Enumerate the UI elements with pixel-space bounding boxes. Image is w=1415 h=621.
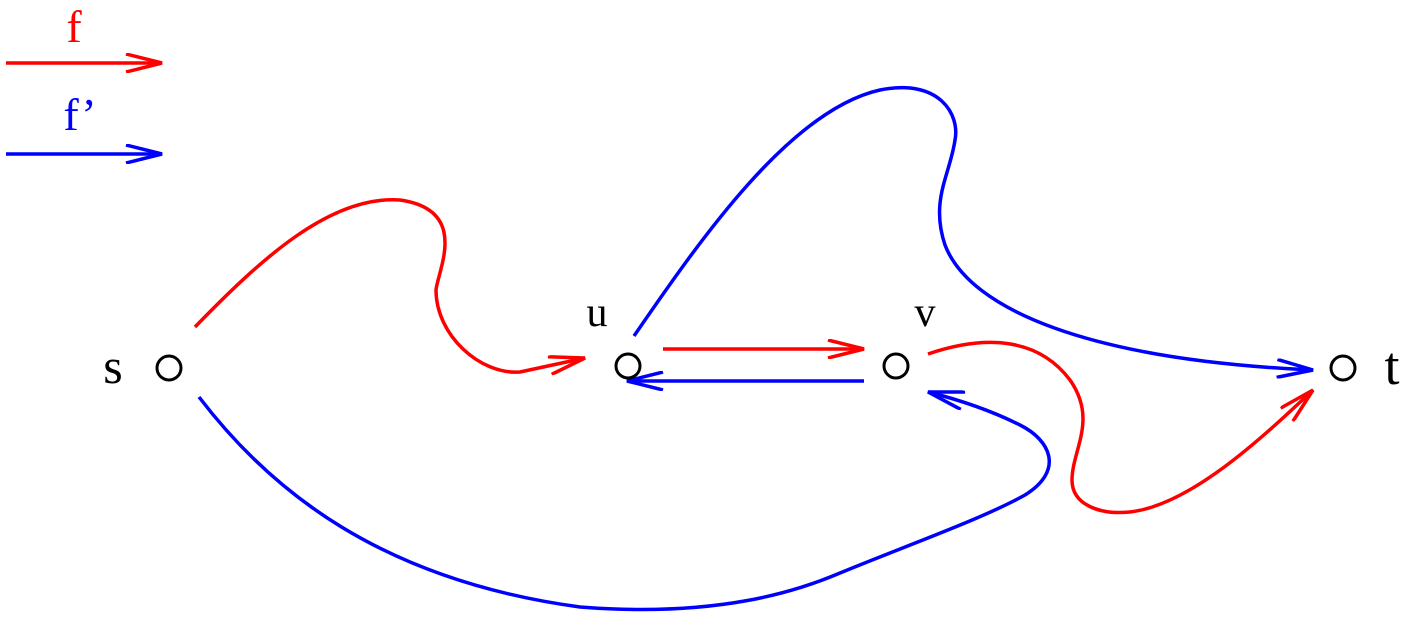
node-t-label: t xyxy=(1384,336,1399,396)
node-u-label: u xyxy=(587,290,608,336)
edge-v-to-t-f xyxy=(927,340,1313,515)
nodes: s u v t xyxy=(103,290,1399,396)
legend: f f’ xyxy=(6,1,162,154)
edge-u-to-t-f-prime xyxy=(632,86,1313,370)
node-s-circle xyxy=(155,354,183,382)
edge-s-to-v-f-prime xyxy=(197,392,1051,612)
node-t: t xyxy=(1329,336,1400,396)
node-u: u xyxy=(587,290,642,380)
legend-f-prime-label: f’ xyxy=(63,89,96,140)
node-v-label: v xyxy=(915,290,936,336)
legend-f-label: f xyxy=(66,1,82,52)
flow-f-edges xyxy=(193,198,1313,515)
flow-f-prime-edges xyxy=(197,86,1313,612)
node-s: s xyxy=(103,338,183,394)
edge-s-to-u-f xyxy=(193,198,585,372)
node-t-circle xyxy=(1329,354,1357,382)
node-v-circle xyxy=(882,352,910,380)
node-v: v xyxy=(882,290,936,380)
node-u-circle xyxy=(614,352,642,380)
node-s-label: s xyxy=(103,338,122,394)
